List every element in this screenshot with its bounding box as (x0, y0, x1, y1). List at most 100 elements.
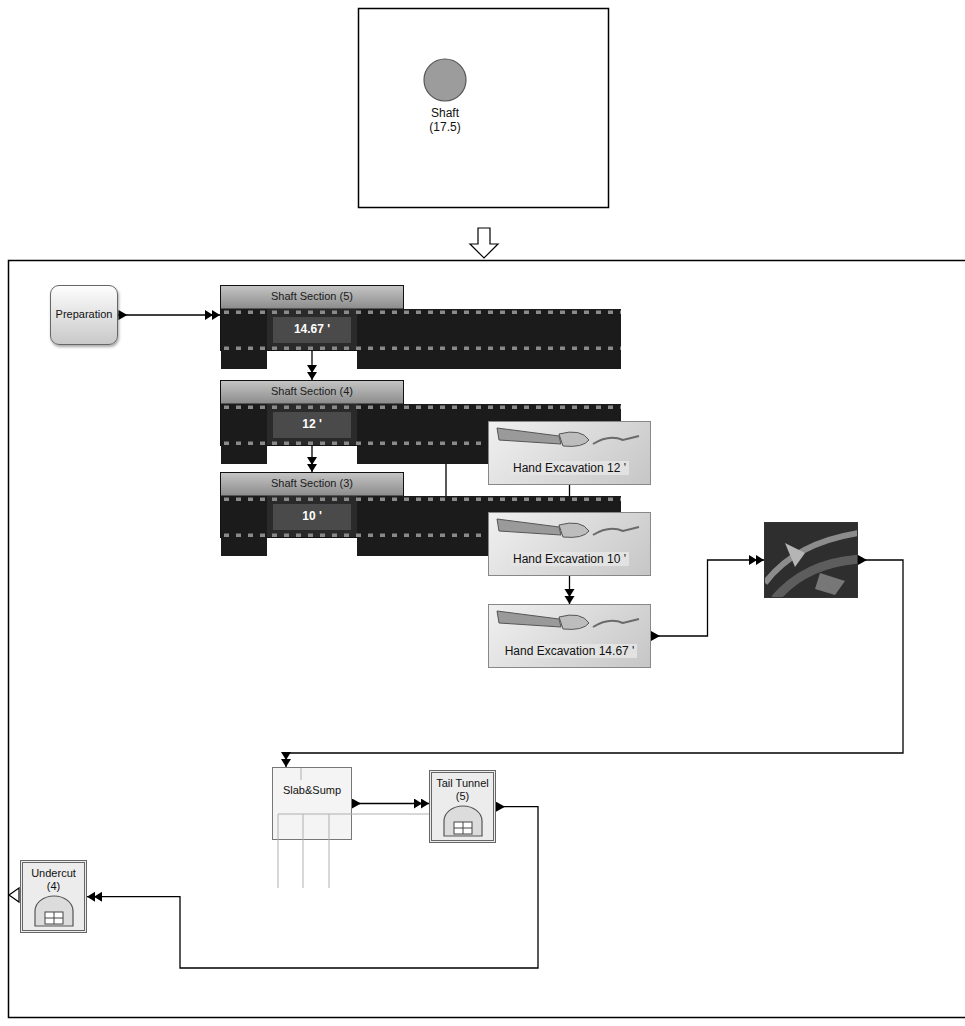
circle-outline (424, 59, 466, 101)
strip-hole (296, 347, 301, 351)
shaft-section-box: Shaft Section (4)12 ' (220, 380, 404, 446)
strip-hole (260, 347, 265, 351)
node-text: Hand Excavation 12 ' (510, 461, 629, 475)
strip-hole (284, 347, 289, 351)
photo-detail (785, 543, 805, 567)
strip-hole (488, 498, 493, 502)
strip-panel (221, 496, 267, 556)
strip-hole (596, 406, 601, 410)
circle-shape (422, 57, 468, 103)
node-text: 10 ' (302, 509, 322, 523)
strip-hole (296, 406, 301, 410)
tool-handle (497, 428, 561, 444)
strip-hole (260, 406, 265, 410)
strip-hole (536, 406, 541, 410)
strip-hole (368, 406, 373, 410)
strip-hole (524, 347, 529, 351)
strip-hole (344, 498, 349, 502)
section-body: 14.67 ' (221, 309, 403, 350)
node-text: 12 ' (302, 417, 322, 431)
strip-hole (356, 442, 361, 446)
strip-hole (476, 347, 481, 351)
strip-hole (572, 406, 577, 410)
node-text: Tail Tunnel (5) (435, 777, 490, 803)
strip-hole (596, 498, 601, 502)
strip-hole (320, 406, 325, 410)
tunnel-box: Undercut (4) (20, 860, 87, 933)
strip-hole (392, 406, 397, 410)
strip-hole (296, 498, 301, 502)
strip-hole (620, 347, 621, 351)
strip-hole (320, 442, 325, 446)
node-text: Preparation (56, 308, 113, 321)
strip-hole (296, 442, 301, 446)
overview-frame (359, 9, 609, 208)
flow-connector (569, 576, 570, 604)
strip-hole (560, 498, 565, 502)
shaft-circle: Shaft (17.5) (417, 57, 473, 149)
strip-hole (440, 311, 445, 315)
strip-hole (332, 311, 337, 315)
strip-hole (284, 442, 289, 446)
strip-hole (488, 406, 493, 410)
strip-hole (308, 347, 313, 351)
strip-hole (608, 498, 613, 502)
strip-hole (320, 311, 325, 315)
strip-hole (548, 406, 553, 410)
strip-panel (221, 309, 267, 369)
strip-hole (476, 442, 481, 446)
strip-hole (308, 498, 313, 502)
strip-hole (620, 498, 621, 502)
strip-hole (404, 406, 409, 410)
strip-hole (500, 311, 505, 315)
strip-hole (332, 534, 337, 538)
strip-hole (236, 534, 241, 538)
tunnel-icon (32, 895, 76, 927)
strip-hole (428, 347, 433, 351)
tunnel-arch (444, 806, 482, 836)
strip-hole (380, 311, 385, 315)
flow-connector (352, 803, 429, 804)
strip-hole (356, 311, 361, 315)
strip-hole (512, 498, 517, 502)
strip-hole (248, 442, 253, 446)
shaft-section-box: Shaft Section (3)10 ' (220, 472, 404, 538)
strip-hole (272, 498, 277, 502)
strip-hole (248, 347, 253, 351)
picture-box (764, 522, 858, 598)
tunnel-box: Tail Tunnel (5) (429, 770, 496, 843)
tool-handle (497, 611, 561, 627)
strip-hole (356, 347, 361, 351)
strip-hole (452, 442, 457, 446)
strip-hole (284, 498, 289, 502)
strip-hole (464, 406, 469, 410)
strip-hole (428, 534, 433, 538)
tool-wrench (593, 619, 639, 627)
strip-hole (500, 406, 505, 410)
strip-hole (440, 498, 445, 502)
strip-hole (308, 534, 313, 538)
strip-hole (440, 347, 445, 351)
strip-hole (500, 347, 505, 351)
strip-hole (512, 406, 517, 410)
box-art (765, 523, 858, 598)
strip-hole (404, 347, 409, 351)
strip-hole (452, 347, 457, 351)
strip-hole (452, 498, 457, 502)
strip-hole (416, 311, 421, 315)
strip-hole (344, 406, 349, 410)
strip-hole (368, 442, 373, 446)
strip-hole (440, 534, 445, 538)
strip-hole (536, 347, 541, 351)
strip-hole (236, 311, 241, 315)
strip-hole (332, 442, 337, 446)
strip-hole (260, 311, 265, 315)
strip-hole (524, 406, 529, 410)
strip-hole (284, 406, 289, 410)
strip-hole (524, 498, 529, 502)
strip-hole (260, 442, 265, 446)
strip-hole (224, 406, 229, 410)
expand-arrow (470, 228, 498, 258)
strip-hole (392, 347, 397, 351)
strip-hole (356, 406, 361, 410)
